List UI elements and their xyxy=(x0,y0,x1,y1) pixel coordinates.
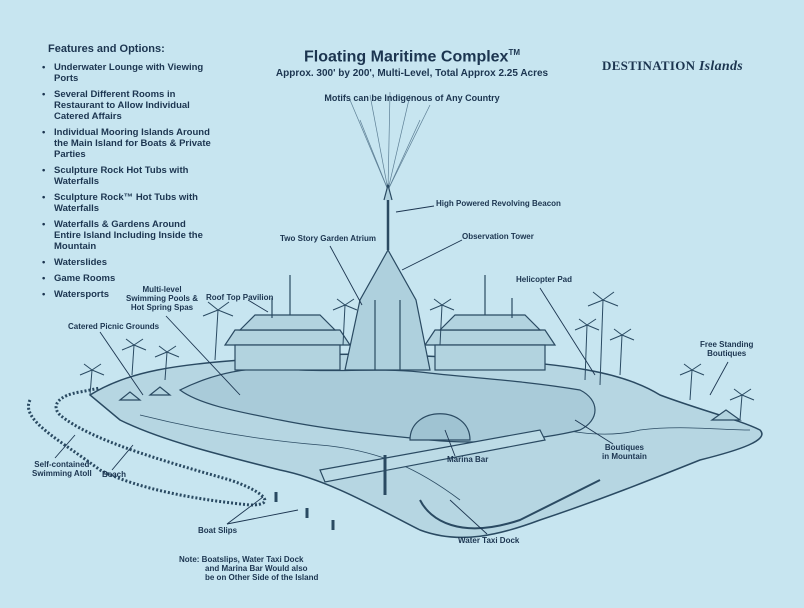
swimming-atoll xyxy=(26,386,267,507)
subtitle: Approx. 300' by 200', Multi-Level, Total… xyxy=(275,68,549,79)
leader-lines xyxy=(54,205,729,535)
label-boat-slips: Boat Slips xyxy=(198,526,238,535)
water-taxi-dock xyxy=(319,429,601,530)
label-line: Multi-level xyxy=(142,285,182,294)
note-line: and Marina Bar Would also xyxy=(205,564,308,573)
label-line: Self-contained xyxy=(34,460,90,469)
label-marina: Marina Bar xyxy=(447,455,489,464)
features-list: Underwater Lounge with Viewing Ports Sev… xyxy=(38,62,214,305)
feature-item: Sculpture Rock Hot Tubs with Waterfalls xyxy=(38,165,214,187)
feature-item: Individual Mooring Islands Around the Ma… xyxy=(38,127,214,160)
note-line: be on Other Side of the Island xyxy=(205,573,319,582)
label-line: Hot Spring Spas xyxy=(130,303,194,312)
boat-slip-posts xyxy=(274,492,335,530)
label-line: Swimming Pools & xyxy=(126,294,199,303)
label-atoll: Self-contained Swimming Atoll xyxy=(32,460,92,478)
huts xyxy=(118,386,742,421)
brand-logo: DESTINATION Islands xyxy=(602,58,743,75)
label-line: in Mountain xyxy=(602,452,647,461)
atrium-tower xyxy=(344,182,431,371)
right-pavilion xyxy=(423,275,557,371)
label-beacon: High Powered Revolving Beacon xyxy=(436,199,561,208)
feature-item: Waterslides xyxy=(38,257,214,268)
features-title: Features and Options: xyxy=(48,43,165,55)
brand-word-1: DESTINATION xyxy=(602,58,696,73)
feature-item: Waterfalls & Gardens Around Entire Islan… xyxy=(38,219,214,252)
note: Note: Boatslips, Water Taxi Dock and Mar… xyxy=(179,555,318,582)
label-line: Free Standing xyxy=(700,340,754,349)
label-line: Boutiques xyxy=(604,443,644,452)
left-pavilion xyxy=(223,275,352,371)
label-pools: Multi-level Swimming Pools & Hot Spring … xyxy=(126,285,198,312)
feature-item: Watersports xyxy=(38,289,214,300)
trademark: TM xyxy=(508,48,521,57)
note-line: Note: Boatslips, Water Taxi Dock xyxy=(179,555,304,564)
label-mountain-boutiques: Boutiques in Mountain xyxy=(602,443,647,461)
feature-item: Sculpture Rock™ Hot Tubs with Waterfalls xyxy=(38,192,214,214)
label-line: Swimming Atoll xyxy=(32,469,92,478)
label-atrium: Two Story Garden Atrium xyxy=(280,234,377,243)
title-text: Floating Maritime Complex xyxy=(303,48,509,66)
label-beach: Beach xyxy=(102,470,127,479)
label-taxi-dock: Water Taxi Dock xyxy=(458,536,520,545)
palm-trees xyxy=(79,291,755,421)
marina-bar-dome xyxy=(409,413,471,441)
label-free-boutiques: Free Standing Boutiques xyxy=(700,340,753,358)
feature-item: Underwater Lounge with Viewing Ports xyxy=(38,62,214,84)
label-helipad: Helicopter Pad xyxy=(516,275,573,284)
label-tower: Observation Tower xyxy=(462,232,534,241)
feature-item: Several Different Rooms in Restaurant to… xyxy=(38,89,214,122)
brand-word-2: Islands xyxy=(698,59,744,74)
label-line: Boutiques xyxy=(707,349,747,358)
feature-item: Game Rooms xyxy=(38,273,214,284)
motifs-note: Motifs can be Indigenous of Any Country xyxy=(324,93,500,103)
label-picnic: Catered Picnic Grounds xyxy=(68,322,160,331)
label-pavilion: Roof Top Pavilion xyxy=(206,293,274,302)
page-title: Floating Maritime ComplexTM xyxy=(0,48,804,66)
beacon-rays xyxy=(349,91,431,191)
